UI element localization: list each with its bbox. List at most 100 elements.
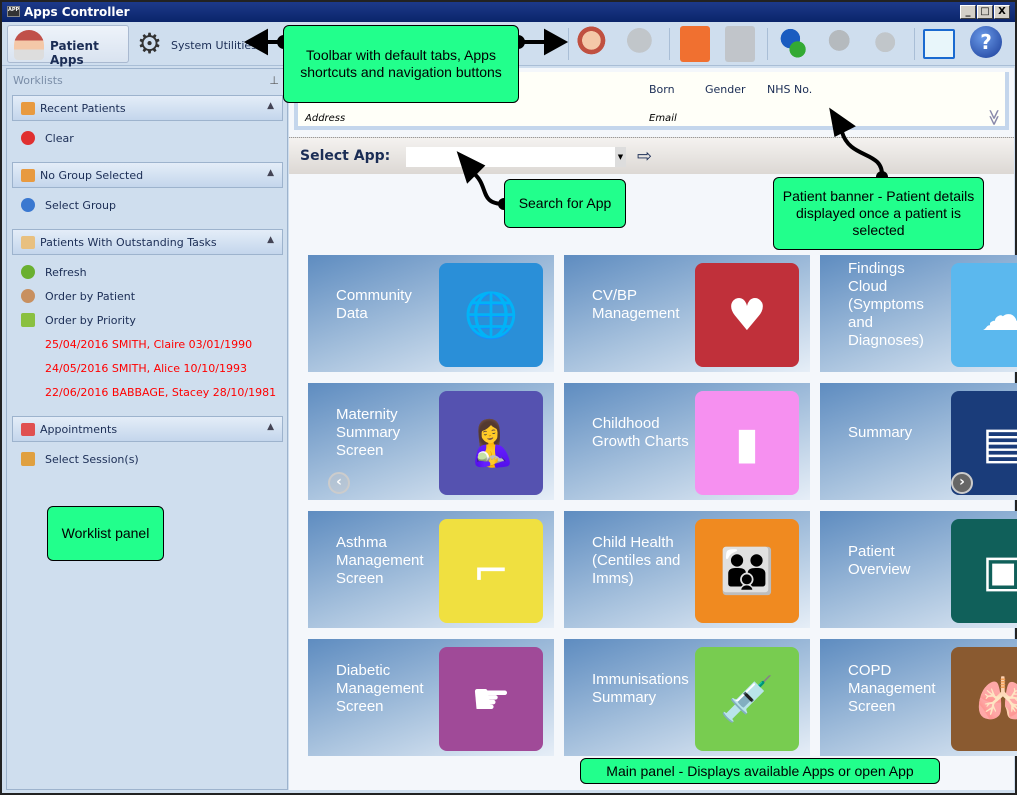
app-tile-label: COPD Management Screen (848, 662, 936, 715)
group-label: Appointments (40, 423, 118, 436)
app-tile[interactable]: Diabetic Management Screen☛ (308, 639, 554, 756)
app-tile[interactable]: Community Data 🌐 (308, 255, 554, 372)
separator (767, 28, 768, 60)
tab-patient-apps[interactable]: Patient Apps (7, 25, 129, 67)
app-tile[interactable]: Childhood Growth Charts▮ (564, 383, 810, 500)
app-tile-icon: 🌐 (439, 263, 543, 367)
item-label: Select Session(s) (45, 453, 139, 466)
group-label: No Group Selected (40, 169, 144, 182)
worklist-panel: Worklists ⊥ Recent Patients ▲ Clear No Gr… (6, 68, 288, 790)
worklists-title: Worklists (13, 74, 63, 87)
app-tile-label: Findings Cloud (Symptoms and Diagnoses) (848, 260, 924, 349)
app-tile[interactable]: Summary▤ (820, 383, 1017, 500)
nhs-label: NHS No. (767, 83, 813, 96)
previous-page-button[interactable]: ‹ (328, 472, 350, 494)
app-window-icon[interactable] (923, 29, 955, 59)
clear-item[interactable]: Clear (21, 131, 74, 145)
dropdown-icon[interactable]: ▼ (615, 147, 626, 167)
app-tile-icon: 🫁 (951, 647, 1017, 751)
item-label: Order by Patient (45, 290, 136, 303)
find-patient-icon[interactable] (577, 26, 613, 62)
app-tile[interactable]: COPD Management Screen 🫁 (820, 639, 1017, 756)
app-tile[interactable]: Findings Cloud (Symptoms and Diagnoses) ☁ (820, 255, 1017, 372)
remove-patient-icon[interactable] (625, 26, 661, 62)
add-task-icon[interactable] (680, 26, 710, 62)
gear-icon: ⚙ (137, 27, 163, 60)
order-by-patient-item[interactable]: Order by Patient (21, 289, 136, 303)
app-tile-icon: ♥ (695, 263, 799, 367)
tab-label: Patient Apps (50, 39, 99, 67)
help-icon[interactable]: ? (970, 26, 1002, 58)
patient-icon (21, 289, 35, 303)
sessions-icon (21, 452, 35, 466)
app-tile-label: CV/BP Management (592, 287, 680, 322)
collapse-icon[interactable]: ▲ (267, 101, 274, 111)
toolbar-callout: Toolbar with default tabs, Apps shortcut… (283, 25, 519, 103)
group-icon (21, 169, 35, 182)
app-tile-icon: ☛ (439, 647, 543, 751)
separator (568, 28, 569, 60)
tab-system-utilities[interactable]: ⚙ System Utilities (137, 28, 257, 60)
order-by-priority-item[interactable]: Order by Priority (21, 313, 136, 327)
close-button[interactable]: X (994, 5, 1010, 19)
consultation-search-icon[interactable] (823, 26, 859, 62)
worklist-callout: Worklist panel (47, 506, 164, 561)
minimize-button[interactable]: _ (960, 5, 976, 19)
select-app-input[interactable] (406, 147, 626, 167)
main-panel: Born Gender NHS No. Address Email ≫ Sele… (289, 68, 1017, 790)
select-app-label: Select App: (300, 148, 391, 164)
calendar-icon (21, 423, 35, 436)
select-sessions-item[interactable]: Select Session(s) (21, 452, 139, 466)
item-label: Order by Priority (45, 314, 136, 327)
group-no-group-selected[interactable]: No Group Selected ▲ (12, 162, 283, 188)
app-tile[interactable]: Immunisations Summary💉 (564, 639, 810, 756)
expand-banner-icon[interactable]: ≫ (984, 109, 1004, 126)
app-tile-label: Community Data (336, 287, 412, 322)
task-row[interactable]: 22/06/2016 BABBAGE, Stacey 28/10/1981 (45, 386, 277, 399)
app-tile[interactable]: Child Health (Centiles and Imms)👪 (564, 511, 810, 628)
group-label: Recent Patients (40, 102, 126, 115)
tab-label: System Utilities (171, 39, 257, 52)
window-title: Apps Controller (24, 5, 130, 19)
select-app-bar: Select App: ▼ ⇨ (289, 137, 1014, 174)
group-label: Patients With Outstanding Tasks (40, 236, 217, 249)
app-tile[interactable]: CV/BP Management ♥ (564, 255, 810, 372)
app-tile-icon: 👪 (695, 519, 799, 623)
group-outstanding-tasks[interactable]: Patients With Outstanding Tasks ▲ (12, 229, 283, 255)
collapse-icon[interactable]: ▲ (267, 168, 274, 178)
app-tile-label: Summary (848, 424, 913, 441)
group-appointments[interactable]: Appointments ▲ (12, 416, 283, 442)
refresh-item[interactable]: Refresh (21, 265, 87, 279)
app-tile-label: Maternity Summary Screen (336, 406, 401, 459)
collapse-icon[interactable]: ▲ (267, 422, 274, 432)
email-label: Email (649, 113, 677, 124)
patient-apps-icon (14, 30, 44, 60)
task-row[interactable]: 25/04/2016 SMITH, Claire 03/01/1990 (45, 338, 253, 351)
app-tile-icon: 💉 (695, 647, 799, 751)
next-page-button[interactable]: › (951, 472, 973, 494)
born-label: Born (649, 83, 675, 96)
main-panel-callout: Main panel - Displays available Apps or … (580, 758, 940, 784)
app-tile[interactable]: Asthma Management Screen⌐ (308, 511, 554, 628)
separator (669, 28, 670, 60)
maximize-button[interactable]: □ (977, 5, 993, 19)
medication-icon[interactable] (869, 26, 905, 62)
address-label: Address (305, 113, 346, 124)
task-row[interactable]: 24/05/2016 SMITH, Alice 10/10/1993 (45, 362, 247, 375)
gender-label: Gender (705, 83, 746, 96)
app-tile[interactable]: Maternity Summary Screen🤱 (308, 383, 554, 500)
separator (914, 28, 915, 60)
add-appointment-icon[interactable] (725, 26, 755, 62)
add-consultation-icon[interactable] (776, 26, 812, 62)
pin-icon[interactable]: ⊥ (269, 74, 279, 87)
app-tile-label: Patient Overview (848, 543, 911, 578)
collapse-icon[interactable]: ▲ (267, 235, 274, 245)
app-tile-icon: ▣ (951, 519, 1017, 623)
app-tile-icon: ☁ (951, 263, 1017, 367)
open-app-arrow-icon[interactable]: ⇨ (637, 146, 653, 167)
app-tile-label: Asthma Management Screen (336, 534, 424, 587)
app-tile[interactable]: Patient Overview ▣ (820, 511, 1017, 628)
add-icon (21, 198, 35, 212)
select-group-item[interactable]: Select Group (21, 198, 116, 212)
group-recent-patients[interactable]: Recent Patients ▲ (12, 95, 283, 121)
